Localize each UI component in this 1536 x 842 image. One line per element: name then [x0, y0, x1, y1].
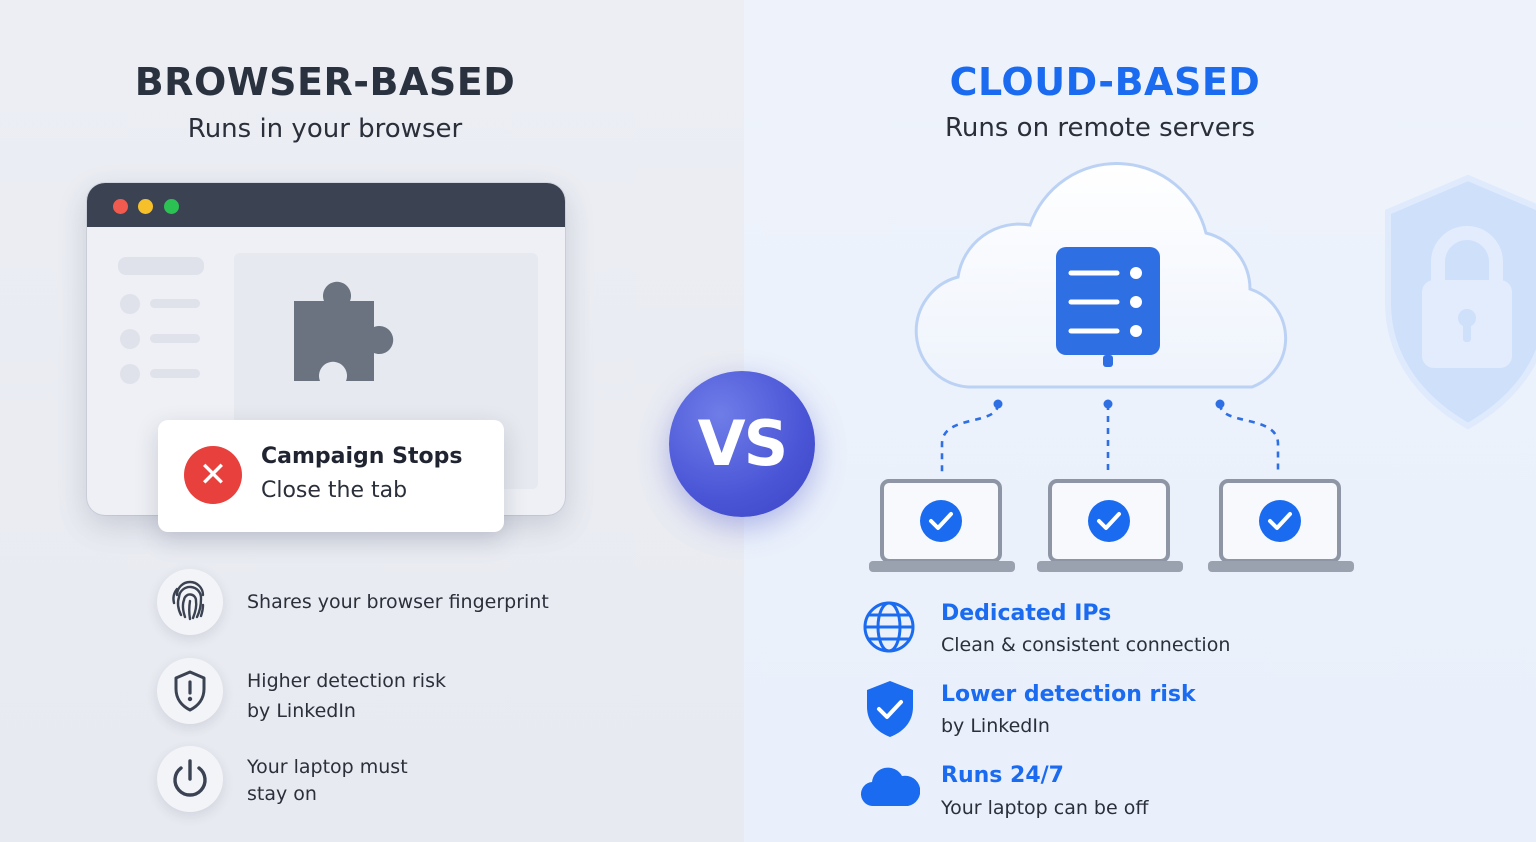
error-x-icon: ✕ [184, 446, 242, 504]
alert-subtitle: Close the tab [261, 478, 408, 503]
campaign-stops-alert: ✕ Campaign Stops Close the tab [158, 420, 504, 532]
skeleton-dot [120, 364, 140, 384]
feature-line: stay on [247, 783, 317, 805]
puzzle-piece-icon [294, 281, 394, 381]
feature-line: Shares your browser fingerprint [247, 591, 549, 613]
close-dot-icon [113, 199, 128, 214]
feature-line: by LinkedIn [247, 700, 356, 722]
feature-text-fingerprint: Shares your browser fingerprint [247, 587, 549, 617]
skeleton-line [150, 299, 200, 308]
connection-lines [940, 399, 1280, 474]
feature-title-runs-247: Runs 24/7 [941, 763, 1064, 788]
shield-alert-icon [157, 658, 223, 724]
cloud-server-illustration [914, 162, 1288, 389]
laptop-check-icon [1037, 479, 1183, 572]
skeleton-dot [120, 329, 140, 349]
skeleton-line [118, 257, 204, 275]
minimize-dot-icon [138, 199, 153, 214]
maximize-dot-icon [164, 199, 179, 214]
cloud-based-title: CLOUD-BASED [949, 60, 1261, 104]
shield-check-icon [867, 681, 913, 737]
feature-line: Your laptop must [247, 756, 408, 778]
browser-based-subtitle: Runs in your browser [187, 114, 463, 144]
skeleton-line [150, 369, 200, 378]
feature-title-lower-detection: Lower detection risk [941, 682, 1196, 707]
cloud-based-subtitle: Runs on remote servers [945, 113, 1255, 143]
feature-line: Higher detection risk [247, 670, 446, 692]
alert-title: Campaign Stops [261, 444, 463, 469]
power-icon [157, 746, 223, 812]
vs-badge: VS [669, 371, 815, 517]
feature-title-dedicated-ips: Dedicated IPs [941, 601, 1112, 626]
skeleton-line [150, 334, 200, 343]
feature-subtitle-runs-247: Your laptop can be off [941, 797, 1149, 819]
feature-subtitle-lower-detection: by LinkedIn [941, 715, 1050, 737]
browser-title-bar [87, 183, 565, 227]
globe-icon [863, 601, 915, 653]
laptop-check-icon [869, 479, 1015, 572]
feature-subtitle-dedicated-ips: Clean & consistent connection [941, 634, 1231, 656]
feature-text-detection: Higher detection risk by LinkedIn [247, 666, 446, 726]
fingerprint-icon [157, 569, 223, 635]
laptop-check-icon [1208, 479, 1354, 572]
skeleton-dot [120, 294, 140, 314]
cloud-icon [861, 767, 920, 807]
feature-text-power: Your laptop must stay on [247, 754, 408, 808]
lock-shield-icon [1385, 174, 1536, 430]
browser-based-title: BROWSER-BASED [134, 60, 516, 104]
